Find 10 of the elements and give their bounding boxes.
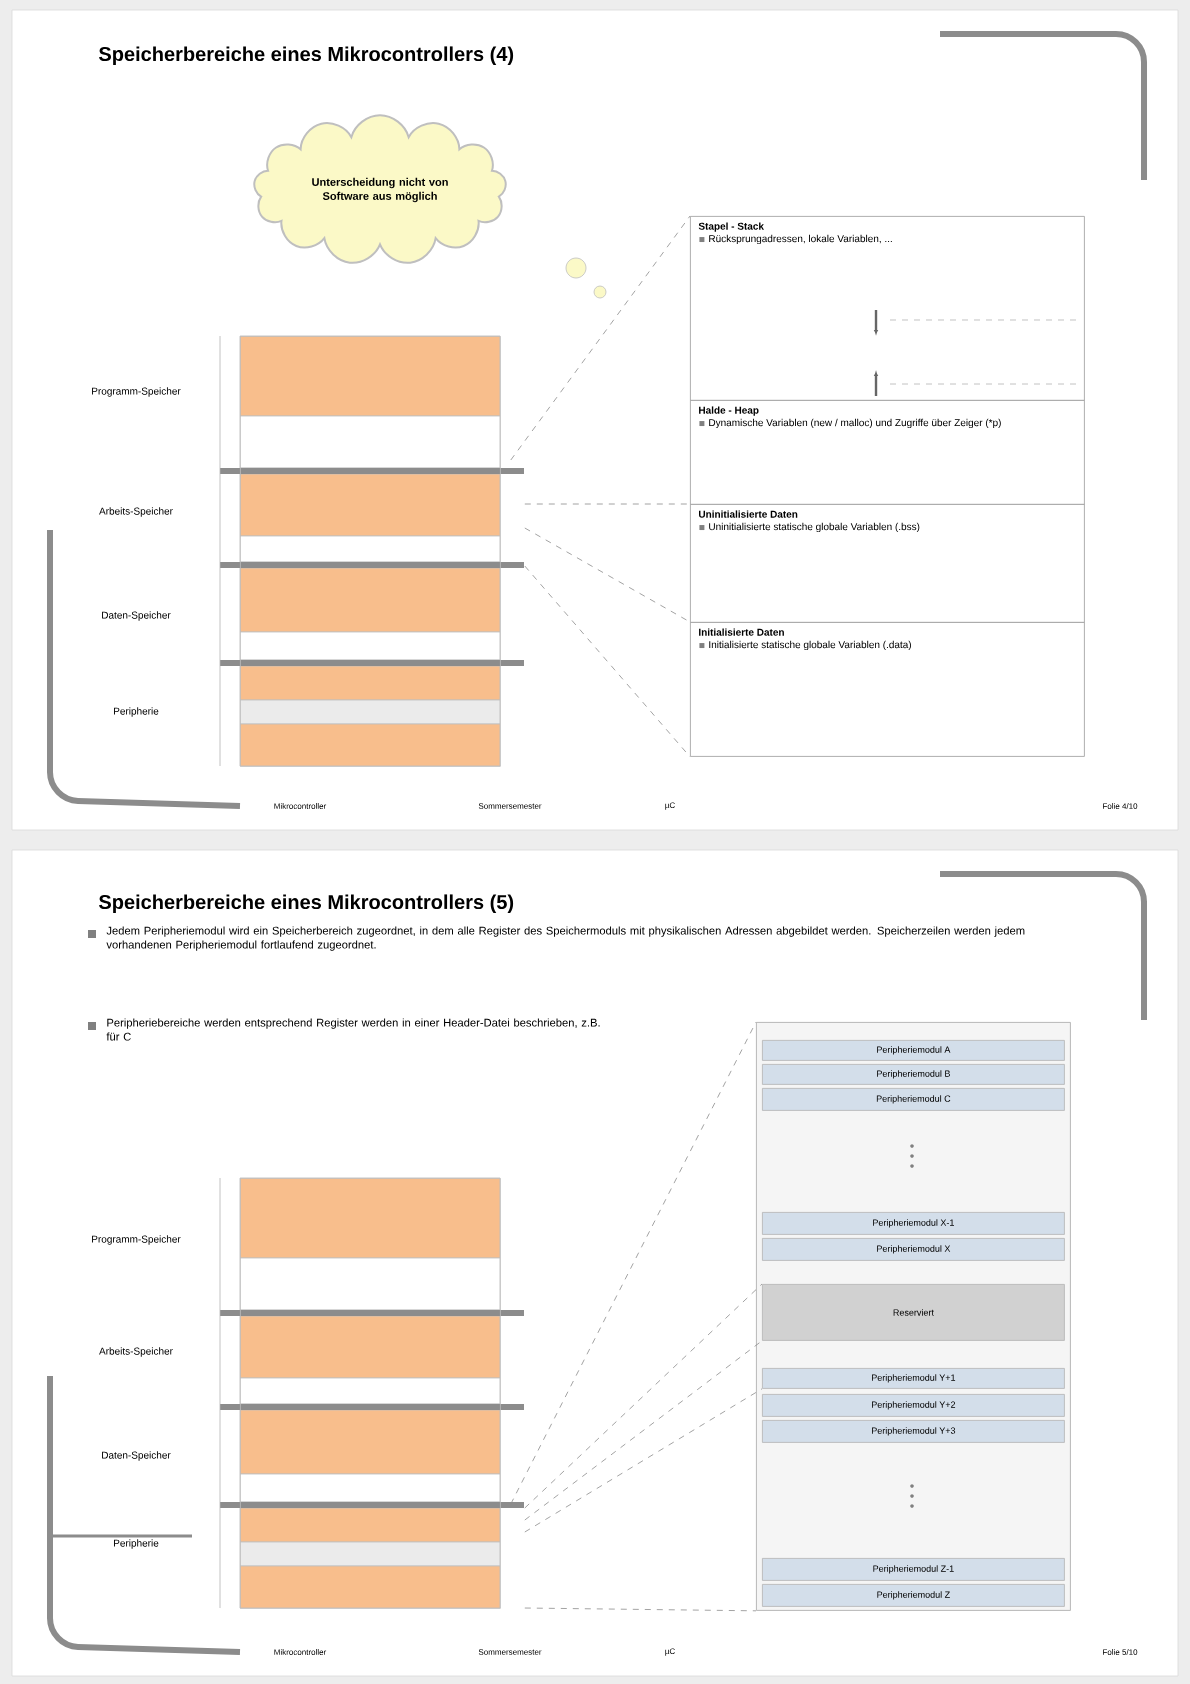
zoom-line: [524, 1283, 763, 1509]
zoom-line: [524, 1607, 757, 1612]
slide-title: Speicherbereiche eines Mikrocontrollers (5): [98, 894, 514, 914]
zoom-line: [524, 1340, 763, 1521]
zoom-line: [524, 503, 691, 505]
zoom-line: [524, 1388, 763, 1533]
slide-title: Speicherbereiche eines Mikrocontrollers (4): [98, 46, 514, 66]
zoom-line: [510, 1021, 757, 1505]
zoom-line: [524, 527, 691, 623]
zoom-line: [524, 565, 691, 758]
